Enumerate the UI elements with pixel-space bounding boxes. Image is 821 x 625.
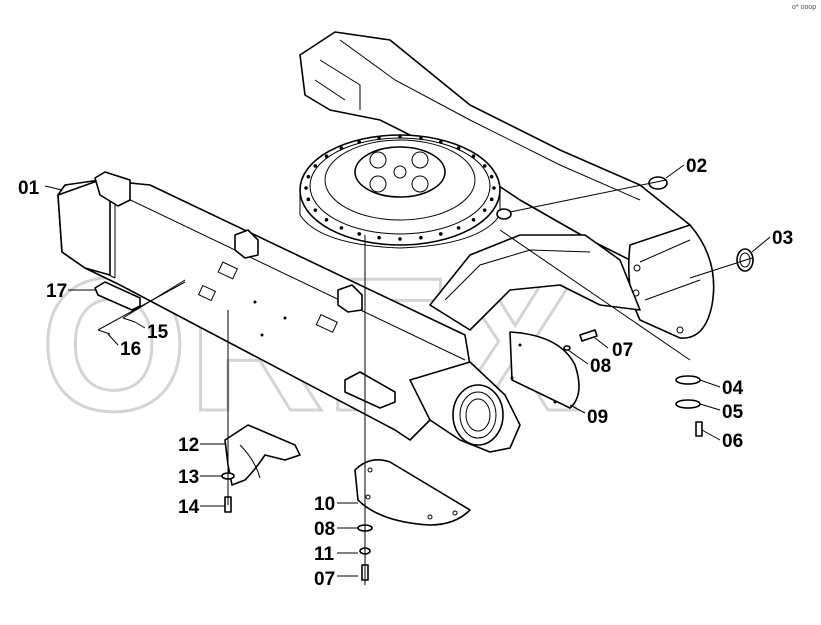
bolt-hole	[377, 136, 381, 141]
part-08-washer	[563, 345, 571, 351]
bolt-hole	[324, 154, 329, 159]
part-12-bracket	[224, 424, 301, 486]
bolt-hole	[306, 197, 311, 202]
callout-c09: 09	[587, 407, 608, 428]
part-05-shim	[675, 399, 701, 409]
callout-c14: 14	[178, 497, 200, 518]
bolt-hole	[377, 235, 381, 240]
bolt-hole	[482, 208, 487, 212]
undercarriage-frame	[57, 31, 715, 453]
part-17-guide-plate	[94, 281, 141, 311]
callout-c02: 02	[686, 156, 707, 177]
bolt-hole	[482, 164, 487, 168]
callout-c04: 04	[722, 378, 744, 399]
bolt-hole	[489, 197, 494, 202]
callout-c17: 17	[46, 281, 67, 302]
bolt-hole	[313, 208, 318, 212]
callout-c10: 10	[314, 494, 335, 515]
callout-c03: 03	[772, 228, 793, 249]
part-10-bottom-cover	[354, 459, 471, 526]
bolt-hole	[339, 146, 344, 150]
leader-lines	[44, 164, 771, 585]
bolt-hole	[357, 232, 362, 236]
bolt-hole	[304, 186, 308, 190]
bolt-hole	[419, 235, 423, 240]
slewing-ring-center	[354, 146, 446, 198]
part-04-shim	[675, 375, 701, 385]
bolt-hole	[456, 226, 461, 230]
rear-idler-housing	[627, 224, 715, 339]
callout-c15: 15	[147, 322, 169, 343]
cross-beam-right	[429, 234, 641, 331]
bolt-hole	[471, 154, 476, 159]
bolt-hole	[339, 226, 344, 230]
slewing-ring-mount	[299, 134, 501, 249]
bolt-hole	[313, 164, 318, 168]
corner-code: o* ooop	[792, 4, 816, 11]
drive-motor-flange	[452, 384, 504, 446]
callout-c11: 11	[314, 544, 335, 565]
track-guide-rear	[344, 371, 396, 409]
bolt-hole	[398, 237, 402, 241]
track-guide-front	[94, 171, 131, 207]
part-02-o-ring-fitted	[496, 208, 512, 220]
track-guide-center	[337, 284, 363, 313]
part-09-drive-cover	[509, 331, 580, 409]
bolt-hole	[492, 186, 496, 190]
bolt-hole	[306, 174, 311, 179]
track-guide-mid	[234, 229, 259, 259]
callout-c05: 05	[722, 402, 744, 423]
bolt-hole	[471, 217, 476, 222]
callout-c08b: 08	[314, 519, 335, 540]
slewing-bolt-holes	[304, 135, 496, 241]
part-16-pin	[97, 329, 111, 335]
bolt-hole	[438, 232, 443, 236]
callout-c12: 12	[178, 435, 199, 456]
callout-c06: 06	[722, 431, 743, 452]
callout-c13: 13	[178, 467, 199, 488]
callout-c16: 16	[120, 339, 141, 360]
bolt-hole	[357, 140, 362, 144]
callout-c07a: 07	[612, 340, 633, 361]
bolt-hole	[398, 135, 402, 139]
bolt-hole	[419, 136, 423, 141]
callout-c08a: 08	[590, 356, 611, 377]
part-07-bolt	[579, 329, 598, 342]
bolt-hole	[489, 174, 494, 179]
callout-c01: 01	[18, 178, 40, 199]
bolt-hole	[324, 217, 329, 222]
bolt-hole	[438, 140, 443, 144]
bolt-hole	[456, 146, 461, 150]
part-15-pin	[122, 317, 136, 323]
part-06-bolt	[695, 421, 703, 437]
callout-c07b: 07	[314, 569, 335, 590]
